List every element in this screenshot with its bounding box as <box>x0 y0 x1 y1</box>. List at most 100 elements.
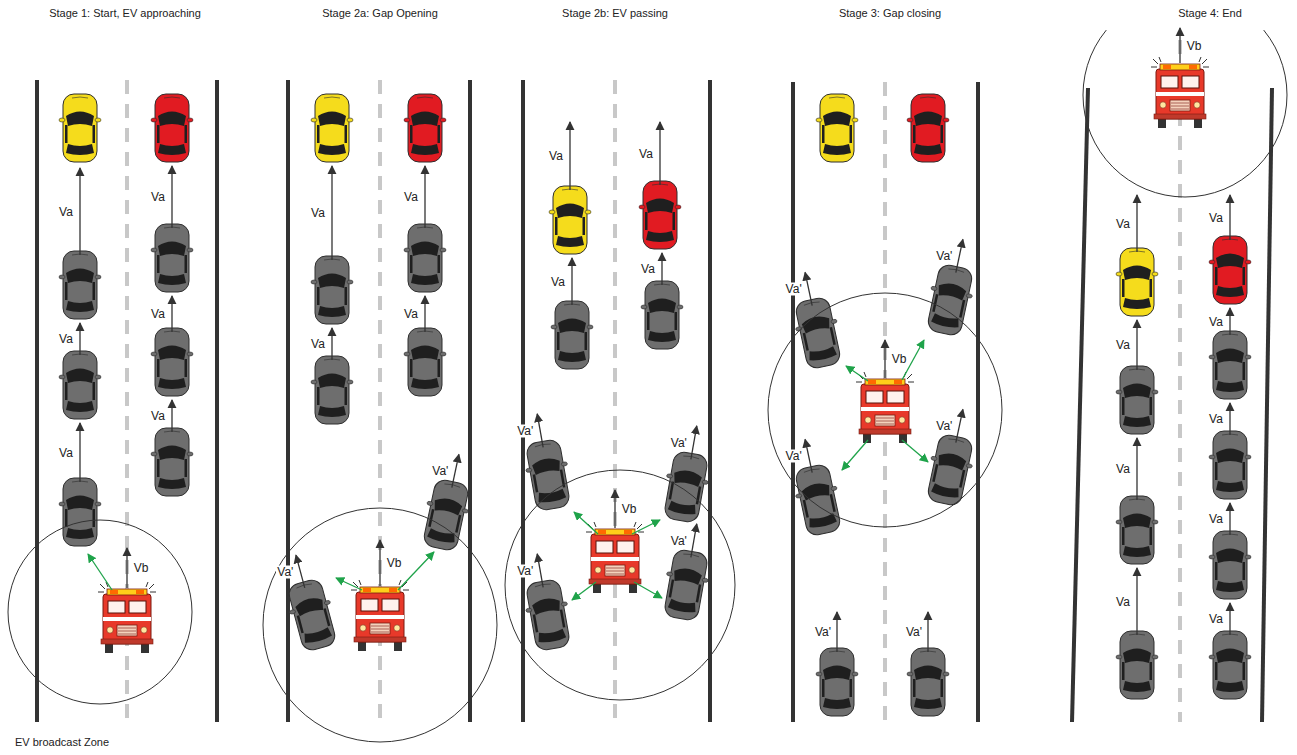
car-side-window <box>323 608 330 626</box>
car-body <box>794 296 841 370</box>
speed-label: Va' <box>516 424 534 437</box>
speed-arrow <box>379 540 380 586</box>
car-side-window <box>1243 462 1246 480</box>
car-mirror <box>151 352 157 356</box>
car-mirror <box>462 508 469 513</box>
car-body <box>794 463 841 537</box>
car-side-window <box>1150 662 1153 680</box>
car-rear-window <box>66 144 94 155</box>
car-mirror <box>187 248 193 252</box>
speed-label: Va <box>58 333 74 346</box>
car-body <box>1213 631 1247 699</box>
car-mirror <box>831 319 838 324</box>
truck-grille <box>117 625 137 636</box>
car-side-window <box>1215 562 1218 580</box>
car-rear-window <box>427 528 457 545</box>
car-body <box>63 351 97 419</box>
light <box>1189 65 1197 69</box>
stage-panel: Stage 2b: EV passing <box>558 6 672 20</box>
car <box>151 328 193 396</box>
broadcast-arrow <box>398 552 434 590</box>
speed-label: Va' <box>935 249 953 262</box>
truck-wheel <box>141 644 149 653</box>
light-ray <box>150 592 156 593</box>
car-windshield <box>158 242 186 257</box>
light-bar <box>360 587 400 593</box>
speed-label: Va <box>150 410 166 423</box>
car-rear-window <box>1123 416 1151 427</box>
speed-arrow <box>79 423 80 482</box>
car-mirror <box>440 352 446 356</box>
speed-label: Va <box>1208 613 1224 626</box>
car-rear-window <box>303 627 333 645</box>
headlight <box>1194 102 1200 108</box>
speed-label: Va' <box>670 436 688 449</box>
light-ray <box>149 584 154 589</box>
light-ray <box>1202 59 1207 64</box>
headlight <box>629 567 635 573</box>
car-side-window <box>317 387 320 405</box>
car-windshield <box>558 319 586 334</box>
car-mirror <box>311 380 317 384</box>
light <box>363 588 371 592</box>
car-side-window <box>1150 279 1153 297</box>
car-mirror <box>1209 555 1215 559</box>
car-rear-window <box>914 144 942 155</box>
grille-line <box>1171 109 1189 110</box>
car-mirror <box>404 352 410 356</box>
car-body <box>63 94 97 162</box>
car-mirror <box>966 293 973 298</box>
light-ray <box>586 532 592 533</box>
truck-wheel <box>1194 119 1202 128</box>
car <box>311 356 353 424</box>
car-body <box>926 433 973 507</box>
car-windshield <box>823 666 851 681</box>
car-mirror <box>585 210 591 214</box>
broadcast-arrow <box>572 582 596 600</box>
car-side-window <box>1150 397 1153 415</box>
speed-arrow <box>884 340 885 378</box>
light-ray <box>1151 67 1157 68</box>
light-bar <box>865 379 905 385</box>
car-mirror <box>907 118 913 122</box>
car-side-window <box>1215 267 1218 285</box>
truck-wheel <box>1158 119 1166 128</box>
car-rear-window <box>66 528 94 539</box>
car-rear-window <box>808 346 838 363</box>
car-side-window <box>345 125 348 143</box>
car-body <box>155 428 189 496</box>
car-side-window <box>850 679 853 697</box>
speed-arrow <box>1229 195 1230 240</box>
speed-arrow <box>79 168 80 255</box>
car-mirror <box>907 672 913 676</box>
headlight <box>394 625 400 631</box>
speed-label: Va' <box>905 626 923 639</box>
car-side-window <box>533 614 539 632</box>
road-line <box>35 80 39 722</box>
ev-speed-label: Vb <box>891 353 908 366</box>
car-side-window <box>93 125 96 143</box>
car-mirror <box>1245 260 1251 264</box>
light-ray <box>908 382 914 383</box>
speed-label: Va' <box>431 464 449 477</box>
light-ray <box>1159 57 1161 62</box>
car-body <box>315 94 349 162</box>
light-ray <box>637 524 642 529</box>
car-mirror <box>1116 390 1122 394</box>
car-mirror <box>666 474 673 479</box>
speed-arrow <box>171 166 172 228</box>
car-rear-window <box>1123 546 1151 557</box>
truck-stripe <box>591 557 639 561</box>
car-windshield <box>556 204 584 219</box>
car-windshield <box>1216 549 1244 564</box>
broadcast-arrow <box>634 582 662 598</box>
grille-line <box>606 568 624 569</box>
car-mirror <box>1245 555 1251 559</box>
car-rear-window <box>914 698 942 709</box>
speed-arrow <box>956 239 963 272</box>
fire-truck <box>856 372 914 443</box>
truck-grille <box>1170 100 1190 111</box>
speed-label: Va <box>1208 413 1224 426</box>
light-ray <box>1199 57 1201 62</box>
truck-body <box>103 594 151 644</box>
